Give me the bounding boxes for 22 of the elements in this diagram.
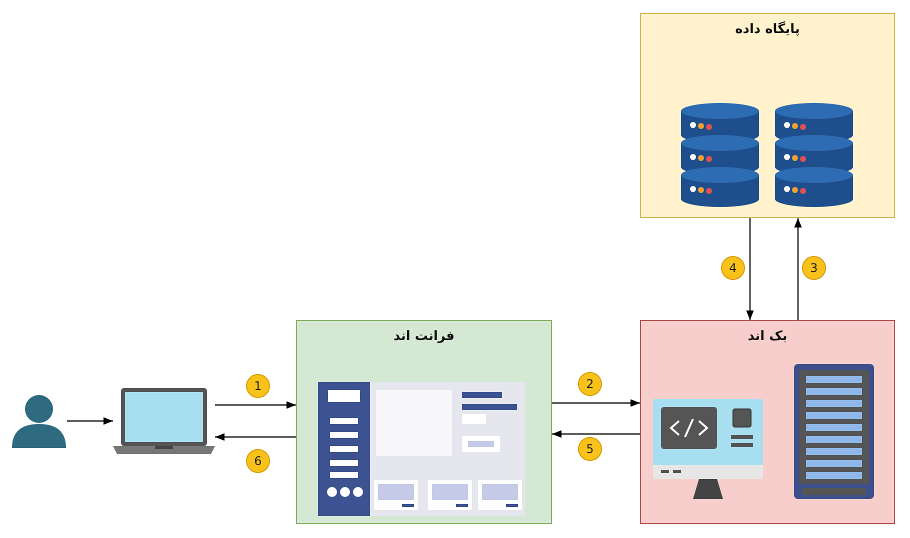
box-title: فرانت اند	[392, 329, 456, 344]
step-number: 6	[246, 449, 270, 473]
group-box	[640, 13, 895, 218]
step-number: 5	[578, 437, 602, 461]
step-number: 2	[578, 372, 602, 396]
arrow	[552, 430, 640, 438]
arrow	[215, 433, 296, 441]
arrow	[552, 399, 640, 407]
box-title: پایگاه داده	[734, 22, 801, 37]
step-number: 4	[721, 256, 745, 280]
arrow	[746, 218, 754, 320]
laptop-drawing	[113, 388, 215, 455]
step-number: 3	[802, 256, 826, 280]
arrow	[215, 401, 296, 409]
arrow	[794, 218, 802, 320]
box-title: بک اند	[746, 329, 788, 344]
web-page-drawing	[318, 382, 525, 516]
step-number: 1	[246, 374, 270, 398]
group-box	[296, 320, 552, 524]
arrow	[67, 417, 113, 425]
person-icon	[12, 394, 67, 448]
group-box	[640, 320, 895, 524]
